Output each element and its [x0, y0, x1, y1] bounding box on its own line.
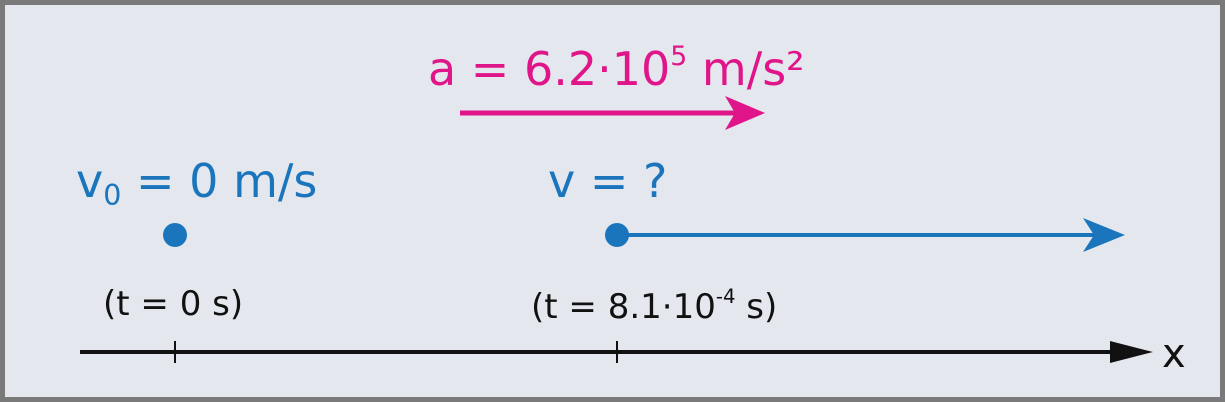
velocity-arrow-head — [1083, 218, 1125, 252]
acceleration-arrow-head — [725, 96, 765, 130]
final-velocity-label: v = ? — [548, 154, 668, 208]
initial-velocity-label: v0 = 0 m/s — [76, 154, 318, 212]
initial-time-label: (t = 0 s) — [103, 284, 244, 324]
final-time-label: (t = 8.1·10-4 s) — [531, 285, 778, 327]
acceleration-label: a = 6.2·105 m/s² — [428, 41, 805, 96]
initial-position-dot — [163, 223, 187, 247]
x-axis-arrow-head — [1110, 341, 1153, 363]
x-axis-label: x — [1162, 331, 1186, 377]
